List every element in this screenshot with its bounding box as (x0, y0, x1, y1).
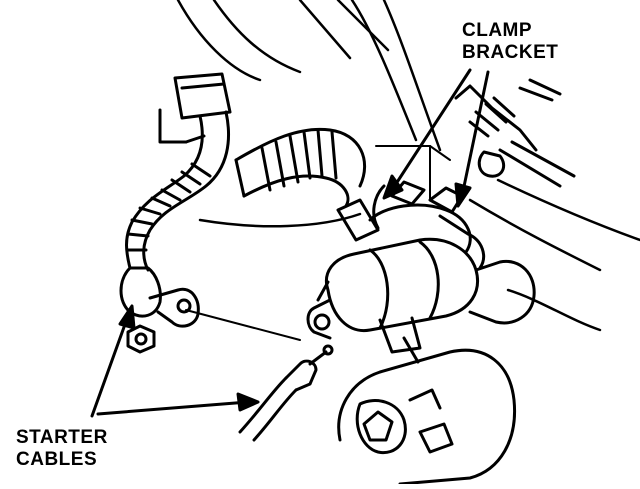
lower-starter-cable (238, 344, 334, 442)
terminal-nut (126, 324, 156, 354)
starter-cables-arrows (90, 304, 260, 418)
clamp-bracket-label-line2: BRACKET (462, 42, 559, 63)
clamp-bracket-arrows (382, 68, 490, 208)
clamp-bracket-label: CLAMP BRACKET (462, 20, 558, 64)
starter-cables-label: STARTER CABLES (16, 427, 108, 471)
engine-frame-lines (176, 0, 640, 332)
clamp-bracket-label-line1: CLAMP (462, 20, 533, 41)
starter-cables-label-line2: CABLES (16, 449, 98, 470)
starter-motor (306, 180, 536, 364)
gear-housing (337, 348, 517, 486)
intake-hose (234, 127, 366, 208)
harness-connector (158, 72, 232, 144)
starter-cables-label-line1: STARTER (16, 427, 108, 448)
starter-cable-harness (125, 110, 230, 272)
right-hose (454, 78, 576, 188)
